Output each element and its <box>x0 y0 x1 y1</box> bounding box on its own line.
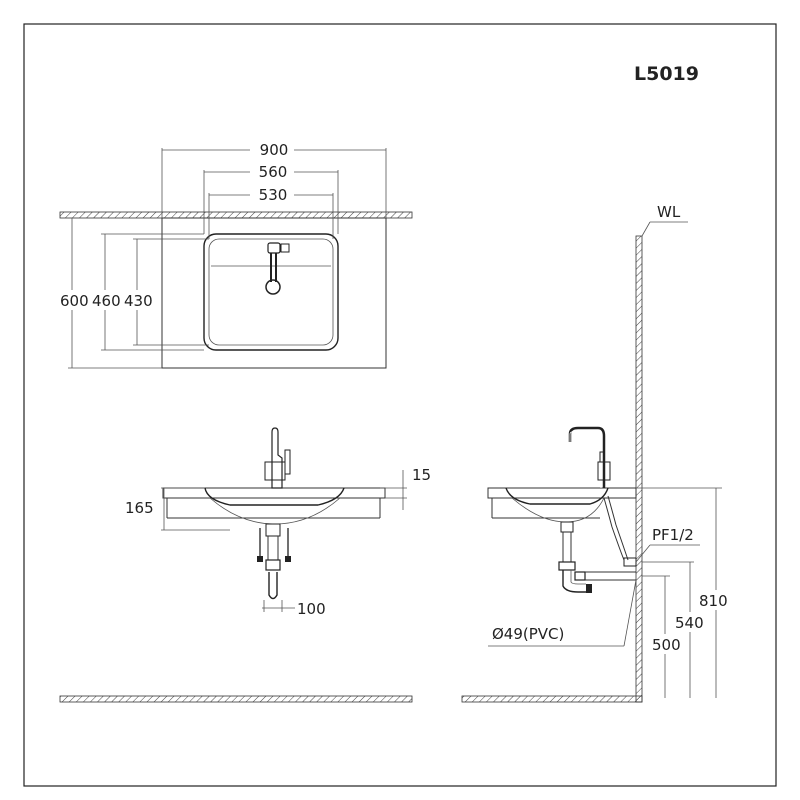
top-view-basin-inner <box>208 238 334 346</box>
supply-fitting-label: PF1/2 <box>652 526 694 544</box>
top-width-900: 900 <box>260 141 289 159</box>
faucet-handle-icon <box>280 243 290 253</box>
side-view: WL PF1/2 Ø49(PVC) <box>461 203 730 703</box>
faucet-icon <box>267 242 281 254</box>
drawing-frame <box>23 23 777 787</box>
front-height-165: 165 <box>125 499 154 517</box>
side-height-500: 500 <box>652 636 681 654</box>
top-view-wall <box>59 211 413 219</box>
side-height-540: 540 <box>675 614 704 632</box>
side-faucet-icon <box>568 426 606 488</box>
front-rim-15: 15 <box>412 466 431 484</box>
drain-icon <box>265 279 281 295</box>
side-view-floor <box>461 695 643 703</box>
supply-hose <box>607 495 629 561</box>
side-view-countertop <box>487 487 637 499</box>
top-depth-460: 460 <box>92 292 121 310</box>
top-view-basin-outer <box>203 233 339 351</box>
top-width-530: 530 <box>259 186 288 204</box>
side-height-810: 810 <box>699 592 728 610</box>
front-view-basin <box>204 487 345 506</box>
top-depth-430: 430 <box>124 292 153 310</box>
front-drain-100: 100 <box>297 600 326 618</box>
wall-label: WL <box>657 203 681 221</box>
top-width-560: 560 <box>259 163 288 181</box>
front-view-floor <box>59 695 413 703</box>
top-view: 900 560 530 600 460 430 <box>58 140 413 369</box>
top-view-countertop <box>161 217 387 369</box>
side-view-wall <box>635 235 643 703</box>
front-view: 165 15 100 <box>59 427 431 703</box>
front-view-countertop <box>162 487 386 499</box>
top-depth-600: 600 <box>60 292 89 310</box>
front-faucet-icon <box>271 427 283 489</box>
model-title: L5019 <box>634 63 699 85</box>
drain-pipe-label: Ø49(PVC) <box>492 625 564 643</box>
side-view-basin <box>505 487 609 505</box>
